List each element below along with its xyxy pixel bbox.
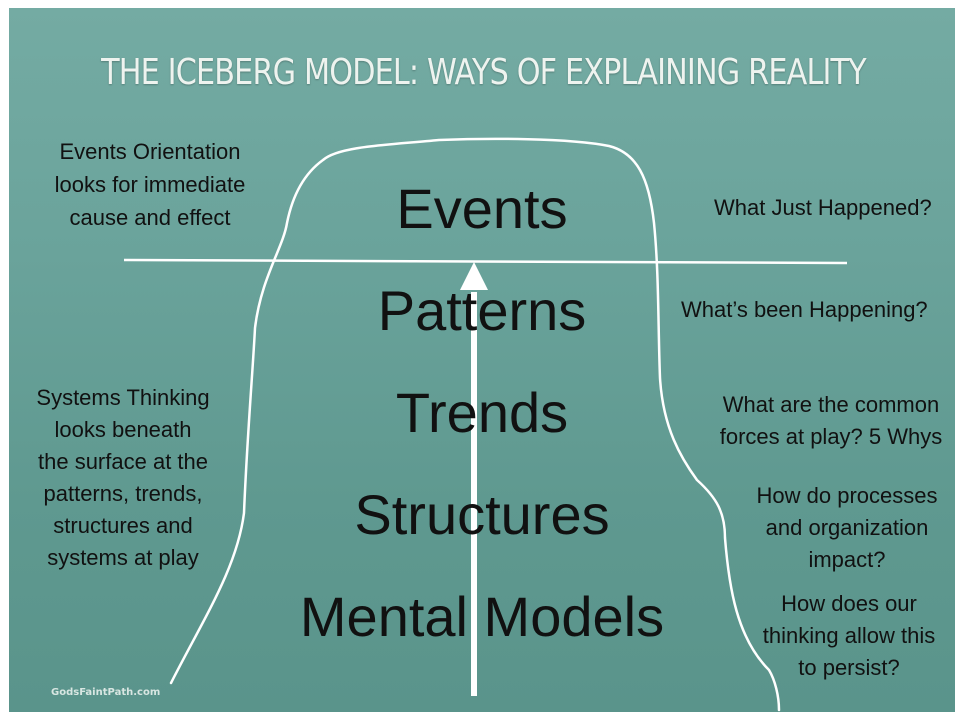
question-line: What’s been Happening? bbox=[681, 297, 928, 322]
question-events: What Just Happened? bbox=[714, 192, 932, 224]
systems-thinking-note: Systems Thinking looks beneath the surfa… bbox=[13, 382, 233, 574]
slide-title: THE ICEBERG MODEL: WAYS OF EXPLAINING RE… bbox=[101, 52, 867, 93]
waterline bbox=[123, 258, 848, 265]
level-events: Events bbox=[396, 177, 568, 240]
question-trends: What are the common forces at play? 5 Wh… bbox=[691, 389, 955, 453]
note-line: systems at play bbox=[47, 545, 199, 570]
note-line: structures and bbox=[53, 513, 193, 538]
question-structures: How do processes and organization impact… bbox=[737, 480, 955, 576]
level-trends: Trends bbox=[395, 381, 569, 444]
note-line: looks for immediate bbox=[54, 172, 246, 197]
question-patterns: What’s been Happening? bbox=[681, 294, 928, 326]
note-line: Systems Thinking bbox=[36, 385, 210, 410]
slide: THE ICEBERG MODEL: WAYS OF EXPLAINING RE… bbox=[9, 8, 955, 712]
question-line: forces at play? 5 Whys bbox=[719, 424, 943, 449]
note-line: cause and effect bbox=[69, 205, 231, 230]
level-structures: Structures bbox=[354, 483, 610, 546]
events-orientation-note: Events Orientation looks for immediate c… bbox=[25, 135, 275, 234]
note-line: looks beneath bbox=[54, 417, 192, 442]
question-line: What Just Happened? bbox=[714, 195, 932, 220]
question-line: impact? bbox=[808, 547, 886, 572]
question-line: How does our bbox=[781, 591, 917, 616]
note-line: patterns, trends, bbox=[43, 481, 203, 506]
note-line: Events Orientation bbox=[59, 139, 241, 164]
question-line: and organization bbox=[765, 515, 929, 540]
question-mental-models: How does our thinking allow this to pers… bbox=[744, 588, 954, 684]
question-line: How do processes bbox=[756, 483, 938, 508]
note-line: the surface at the bbox=[38, 449, 208, 474]
level-mental-models: Mental Models bbox=[299, 585, 665, 648]
question-line: to persist? bbox=[798, 655, 900, 680]
credit-watermark: GodsFaintPath.com bbox=[51, 687, 161, 698]
iceberg-drawing bbox=[123, 137, 848, 712]
question-line: What are the common bbox=[722, 392, 940, 417]
depth-arrow-head bbox=[460, 262, 488, 290]
question-line: thinking allow this bbox=[762, 623, 936, 648]
iceberg-outline bbox=[169, 137, 781, 712]
level-patterns: Patterns bbox=[377, 279, 587, 342]
